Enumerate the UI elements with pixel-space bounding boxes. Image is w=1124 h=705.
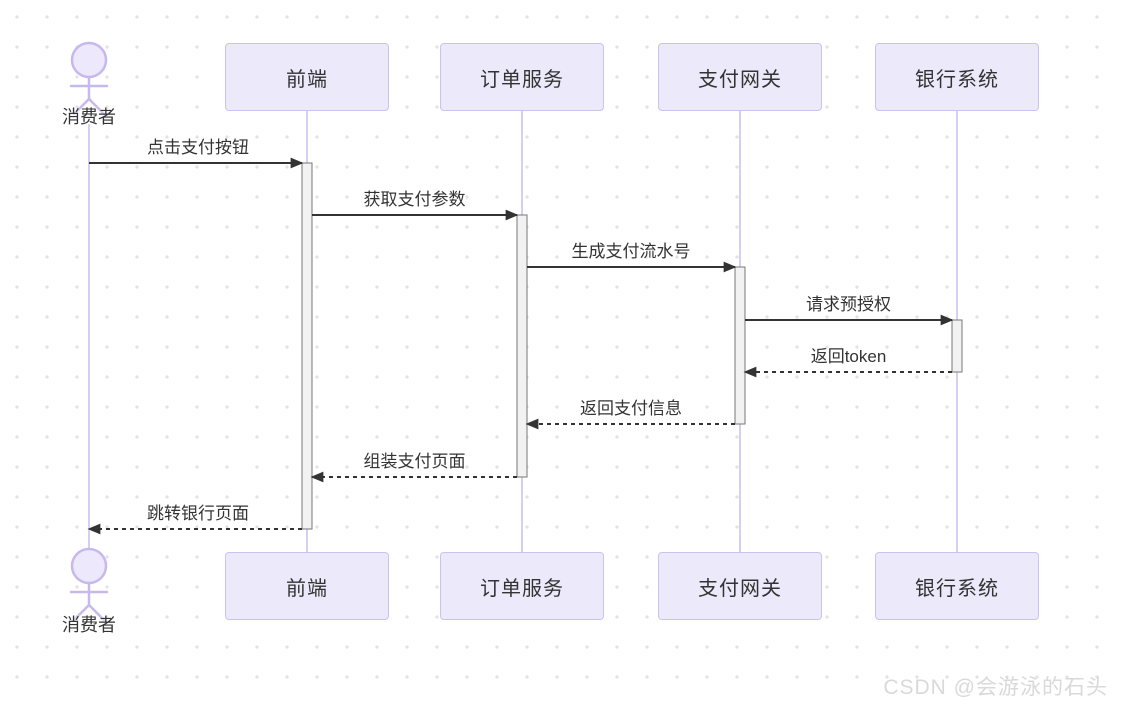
- actor-figure-bottom: [69, 547, 109, 622]
- activation-bar-payment-gateway: [734, 266, 746, 425]
- activation-bar-bank-system: [951, 319, 963, 373]
- actor-figure-top: [69, 41, 109, 116]
- watermark: CSDN @会游泳的石头: [883, 676, 1108, 699]
- activation-bar-order-service: [516, 214, 528, 478]
- activation-bar-frontend: [301, 162, 313, 530]
- actor-head-icon: [70, 41, 108, 79]
- actor-head-icon: [70, 547, 108, 585]
